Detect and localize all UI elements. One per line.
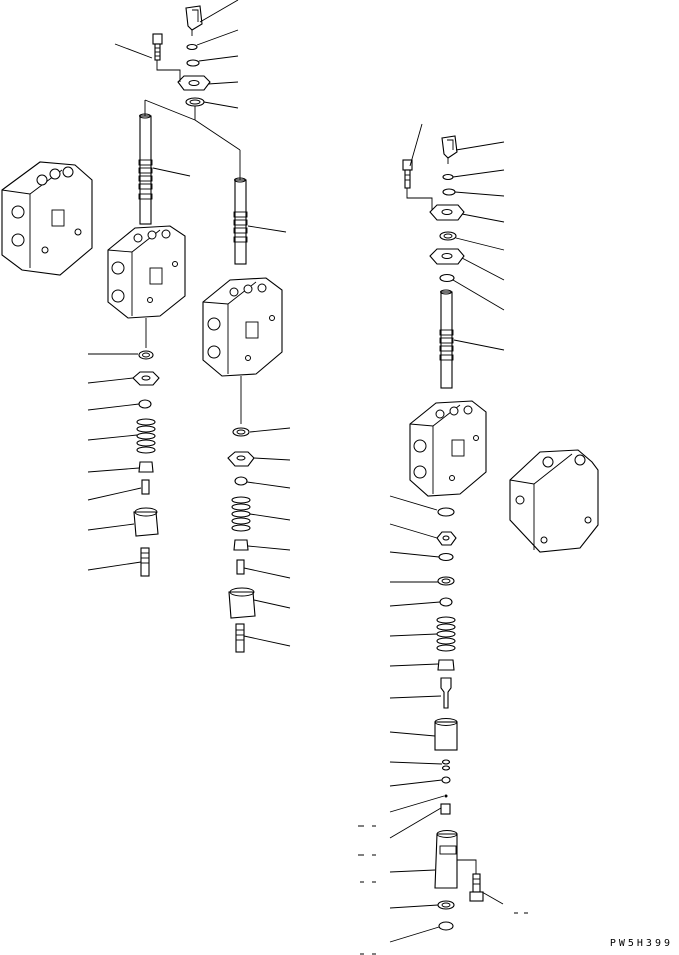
plunger [440,677,452,709]
spring-3 [436,616,456,652]
spool-3-lower-parts [434,507,458,931]
o-ring-small [186,43,198,51]
sleeve [434,721,458,751]
end-cover [509,449,599,553]
spool-1 [138,113,153,225]
seal-ring [138,350,154,360]
spool-1-lower-parts [132,350,160,577]
valve-section-body-far-left [1,161,93,276]
spring [136,418,156,454]
retainer [138,461,154,473]
spring-seat [138,399,152,409]
cap-clip-2 [441,135,458,159]
spacer-ring [185,97,205,107]
o-ring [186,59,200,67]
spring-2 [231,496,251,532]
socket-bolt-right-top [402,159,413,189]
valve-section-body-2 [202,277,283,424]
socket-bolt-left-top [152,33,163,61]
stopper-bolt [141,479,150,495]
valve-section-body-1 [107,225,186,348]
bolt [140,547,150,577]
side-bolt [469,873,484,902]
cylinder-cap [434,833,458,889]
spool-3 [439,289,454,389]
cap [133,511,159,537]
top-cap-parts-column-1 [177,5,211,107]
spool-2 [233,177,248,265]
top-cap-parts-column-2 [429,135,465,283]
valve-section-body-3 [409,400,487,497]
spool-2-lower-parts [227,427,256,653]
drawing-code: PW5H399 [609,938,673,949]
